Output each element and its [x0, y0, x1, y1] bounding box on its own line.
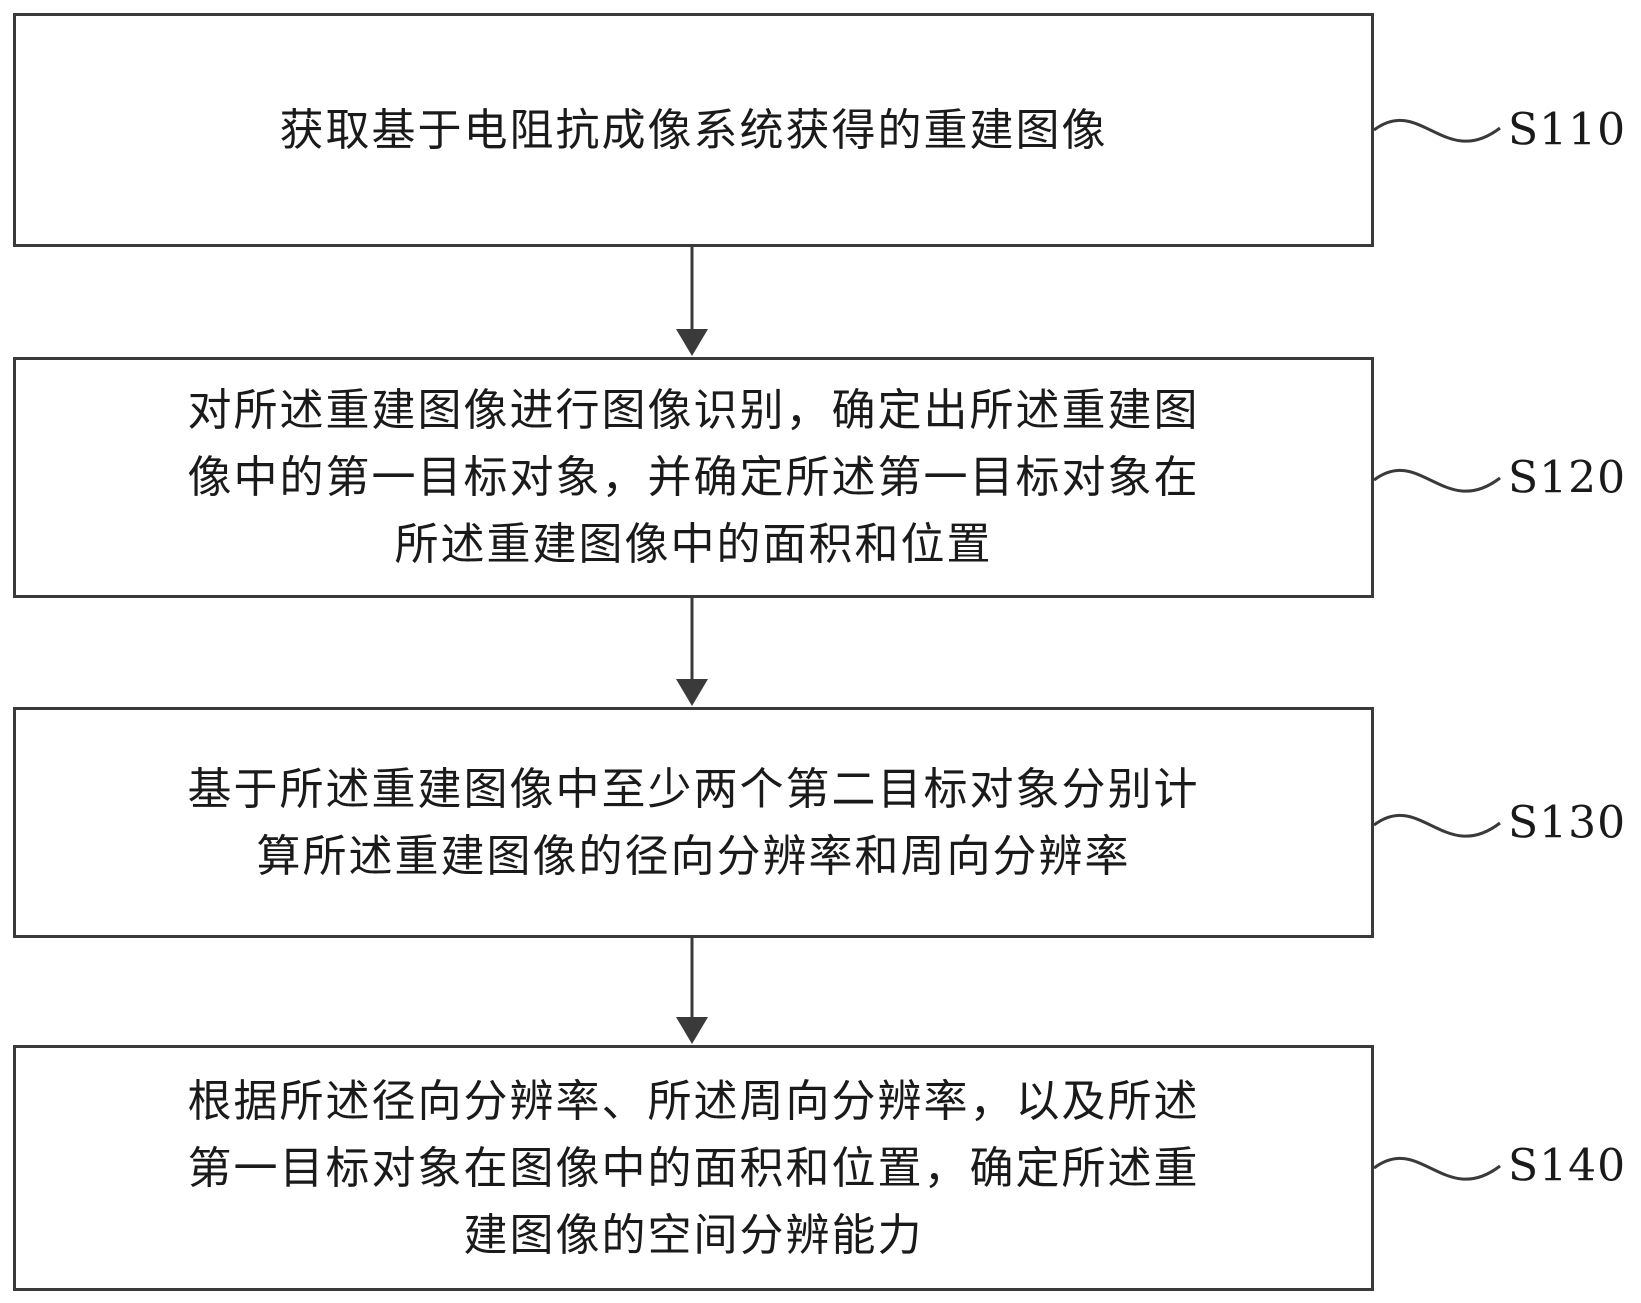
arrowhead-s130-to-s140 — [676, 1017, 708, 1044]
leader-line-s130 — [1373, 813, 1501, 838]
step-box-s110: 获取基于电阻抗成像系统获得的重建图像 — [13, 13, 1374, 247]
arrowhead-s110-to-s120 — [676, 329, 708, 356]
step-text-s120: 对所述重建图像进行图像识别，确定出所述重建图 像中的第一目标对象，并确定所述第一… — [187, 385, 1200, 570]
step-text-s110: 获取基于电阻抗成像系统获得的重建图像 — [279, 104, 1108, 156]
step-label-s110: S110 — [1508, 104, 1627, 156]
leader-line-s140 — [1373, 1156, 1501, 1181]
step-label-s130: S130 — [1508, 797, 1627, 849]
step-text-s140: 根据所述径向分辨率、所述周向分辨率，以及所述 第一目标对象在图像中的面积和位置，… — [187, 1075, 1200, 1261]
step-box-s120: 对所述重建图像进行图像识别，确定出所述重建图 像中的第一目标对象，并确定所述第一… — [13, 357, 1374, 598]
leader-line-s120 — [1373, 468, 1501, 493]
flow-arrows — [676, 247, 708, 1044]
step-label-s120: S120 — [1508, 452, 1627, 504]
step-label-s140: S140 — [1508, 1140, 1627, 1192]
leader-line-s110 — [1373, 118, 1501, 143]
step-box-s130: 基于所述重建图像中至少两个第二目标对象分别计 算所述重建图像的径向分辨率和周向分… — [13, 707, 1374, 938]
step-box-s140: 根据所述径向分辨率、所述周向分辨率，以及所述 第一目标对象在图像中的面积和位置，… — [13, 1045, 1374, 1291]
step-text-s130: 基于所述重建图像中至少两个第二目标对象分别计 算所述重建图像的径向分辨率和周向分… — [187, 763, 1200, 882]
arrowhead-s120-to-s130 — [676, 679, 708, 706]
step-leader-lines — [1373, 118, 1501, 1181]
